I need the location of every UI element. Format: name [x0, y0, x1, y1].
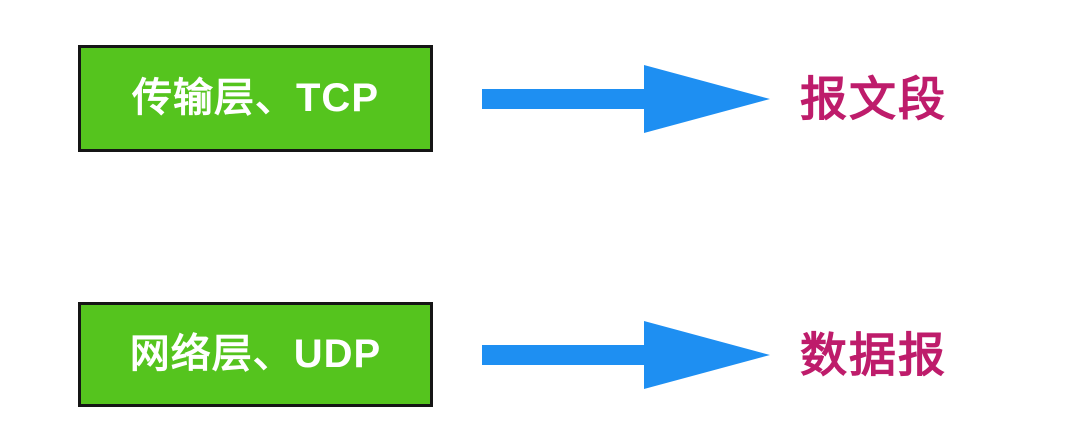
layer-box-udp-label: 网络层、UDP [129, 331, 382, 376]
right-arrow-icon [482, 319, 770, 391]
diagram-row-tcp: 传输层、TCP 报文段 [0, 45, 1080, 152]
result-label-datagram: 数据报 [800, 328, 947, 381]
layer-box-tcp: 传输层、TCP [78, 45, 433, 152]
layer-box-tcp-label: 传输层、TCP [132, 75, 379, 120]
result-label-segment: 报文段 [800, 72, 947, 125]
diagram-row-udp: 网络层、UDP 数据报 [0, 302, 1080, 407]
layer-box-udp: 网络层、UDP [78, 302, 433, 407]
right-arrow-icon [482, 63, 770, 135]
